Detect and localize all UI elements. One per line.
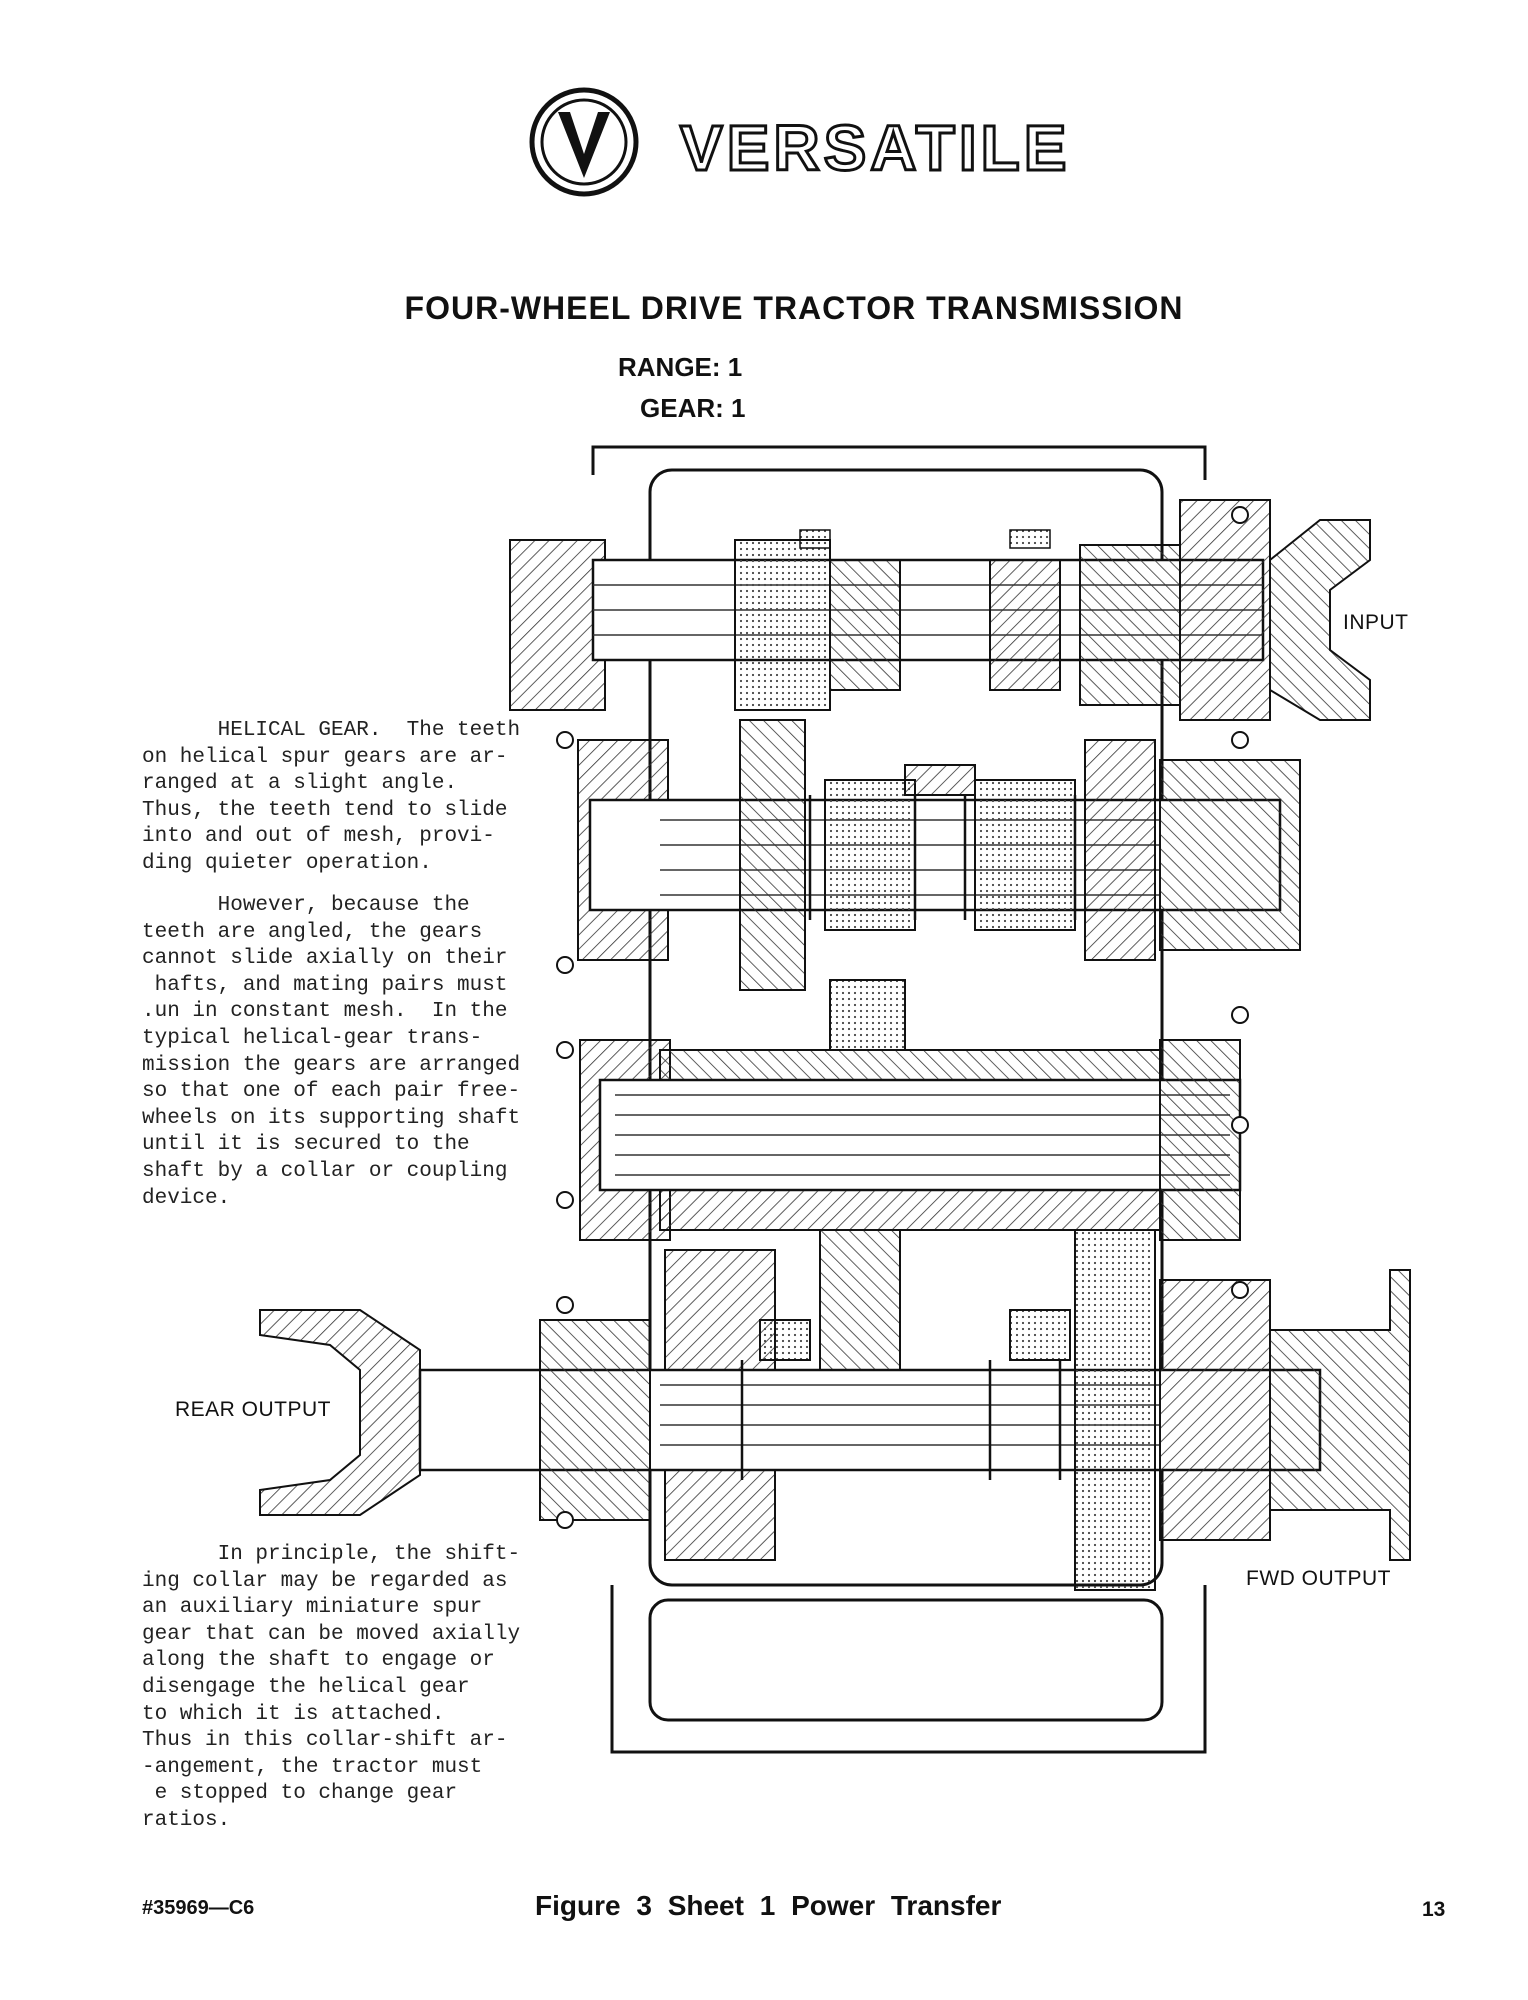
brand-wordmark: VERSATILE [678, 112, 1071, 184]
input-shaft-assembly [509, 499, 1371, 721]
countershaft-assembly [577, 719, 1301, 991]
input-label: INPUT [1343, 611, 1409, 634]
helical-gear-paragraph: HELICAL GEAR. The teeth on helical spur … [142, 719, 521, 875]
figure-caption: Figure 3 Sheet 1 Power Transfer [535, 1890, 1002, 1921]
housing-outline [591, 445, 1207, 1754]
rear-output-label: REAR OUTPUT [175, 1398, 332, 1421]
shifting-collar-paragraph: In principle, the shift- ing collar may … [142, 1543, 521, 1832]
idler-shaft-assembly [579, 979, 1242, 1241]
page-title: FOUR-WHEEL DRIVE TRACTOR TRANSMISSION [404, 290, 1184, 326]
page-number: 13 [1422, 1898, 1446, 1921]
range-label: RANGE: 1 [618, 352, 743, 382]
mesh-explanation-paragraph: However, because the teeth are angled, t… [142, 894, 521, 1210]
fwd-output-label: FWD OUTPUT [1246, 1567, 1391, 1590]
document-code: #35969—C6 [142, 1897, 255, 1919]
bolt-heads [556, 506, 1249, 1529]
gear-label: GEAR: 1 [640, 393, 746, 423]
versatile-logo-icon [529, 87, 639, 197]
output-shaft-assembly [259, 1229, 1411, 1591]
